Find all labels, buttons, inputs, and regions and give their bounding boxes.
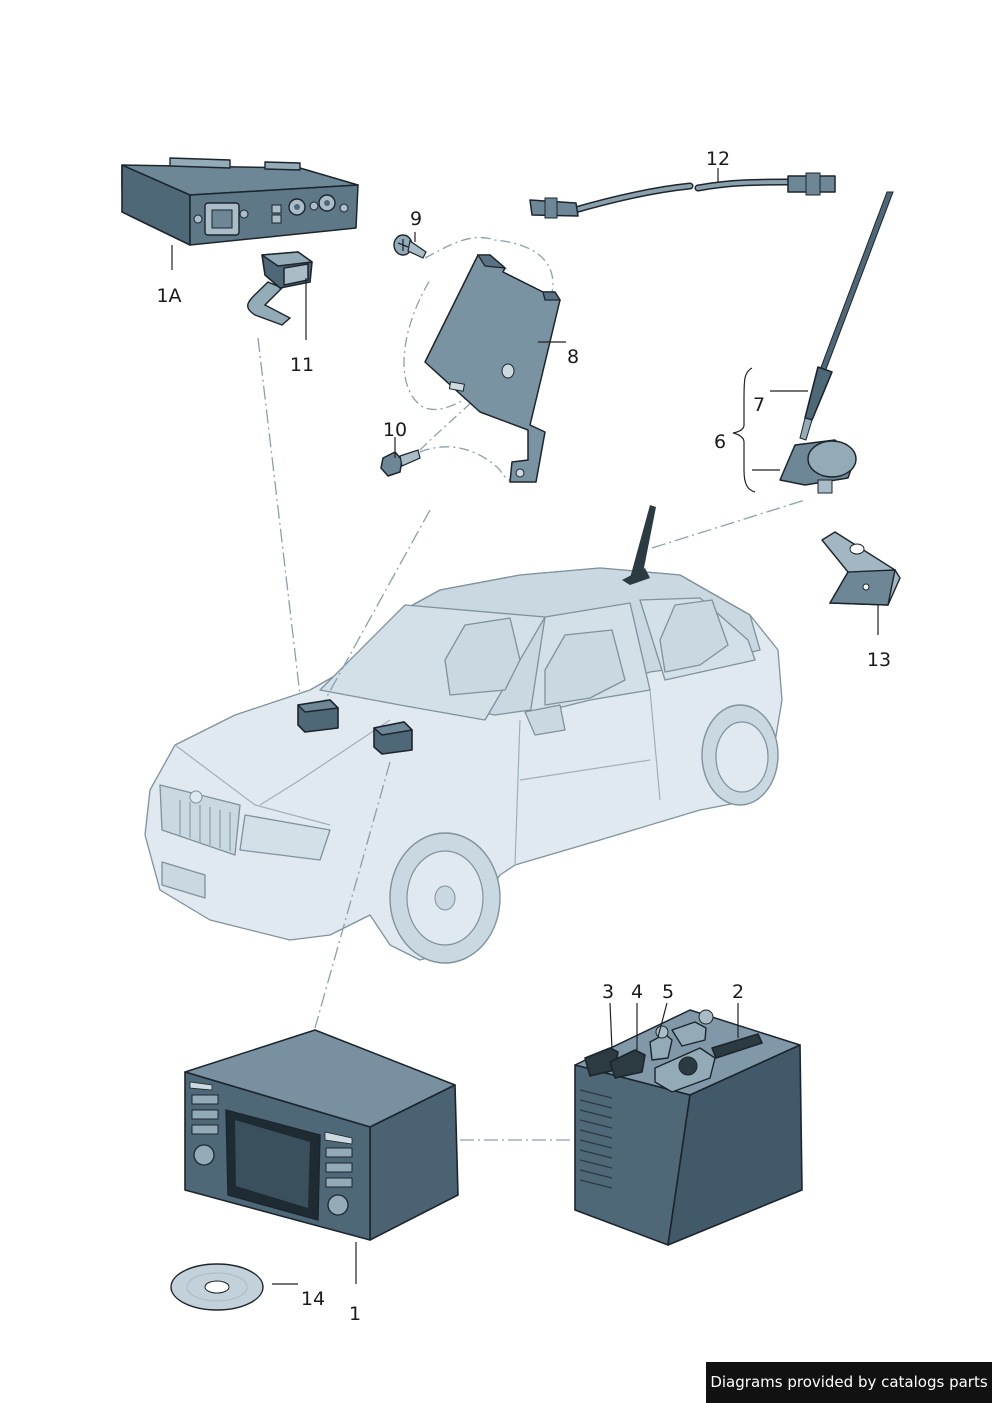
label-1: 1 bbox=[349, 1303, 361, 1325]
car-illustration bbox=[144, 505, 783, 964]
label-14: 14 bbox=[301, 1288, 325, 1310]
part-13-bracket bbox=[821, 531, 901, 606]
label-10: 10 bbox=[383, 419, 407, 441]
part-11-connector bbox=[247, 251, 313, 326]
part-2-navigation-computer bbox=[574, 1009, 803, 1246]
leader-lines bbox=[171, 168, 879, 1285]
label-5: 5 bbox=[662, 981, 674, 1003]
part-7-antenna-rod bbox=[799, 191, 894, 441]
part-4-connector bbox=[609, 1049, 646, 1079]
label-6: 6 bbox=[714, 431, 726, 453]
label-3: 3 bbox=[602, 981, 614, 1003]
label-12: 12 bbox=[706, 148, 730, 170]
label-2: 2 bbox=[732, 981, 744, 1003]
part-1a-control-unit bbox=[121, 157, 359, 246]
part-9-screw bbox=[393, 234, 427, 259]
part-8-bracket bbox=[424, 254, 562, 483]
part-6-antenna-base bbox=[779, 439, 857, 494]
part-12-cable bbox=[529, 172, 836, 219]
label-11: 11 bbox=[290, 354, 314, 376]
part-1-radio-unit bbox=[184, 1029, 459, 1241]
part-10-bolt bbox=[380, 449, 421, 477]
label-7: 7 bbox=[753, 394, 765, 416]
label-8: 8 bbox=[567, 346, 579, 368]
label-1a: 1A bbox=[156, 285, 181, 307]
label-9: 9 bbox=[410, 208, 422, 230]
label-4: 4 bbox=[631, 981, 643, 1003]
label-13: 13 bbox=[867, 649, 891, 671]
callout-labels: 1A 11 9 8 10 12 7 6 13 3 4 5 2 14 1 bbox=[156, 148, 891, 1325]
part-14-disc bbox=[170, 1263, 264, 1311]
credit-banner: Diagrams provided by catalogs parts bbox=[706, 1362, 992, 1403]
